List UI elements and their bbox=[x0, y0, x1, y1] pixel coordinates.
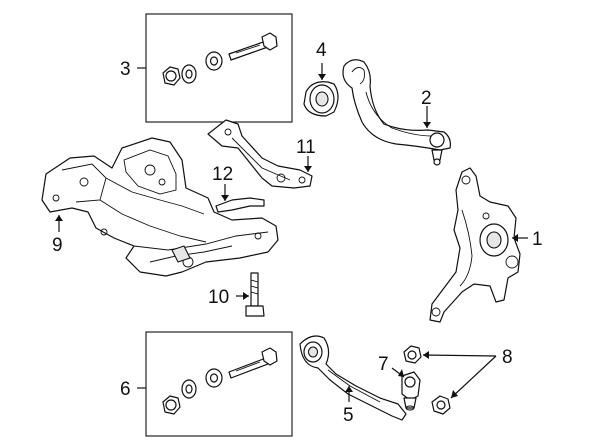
callout-1: 1 bbox=[532, 229, 543, 250]
kit-lower-bolt bbox=[228, 347, 278, 379]
nut-upper bbox=[403, 345, 422, 364]
leader-5-arrow bbox=[345, 386, 353, 392]
kit-lower-washer-2 bbox=[205, 368, 223, 388]
callout-6: 6 bbox=[120, 379, 131, 400]
leader-4-arrow bbox=[318, 74, 326, 80]
lower-control-arm: 5 bbox=[299, 335, 407, 426]
bushing: 4 bbox=[303, 40, 339, 117]
leader-10-arrow bbox=[243, 292, 249, 300]
leader-1-arrow bbox=[512, 234, 518, 242]
kit-upper-washer-1 bbox=[181, 64, 197, 84]
callout-8: 8 bbox=[502, 347, 513, 368]
leader-9-arrow bbox=[55, 215, 63, 221]
leader-12-arrow bbox=[221, 195, 229, 201]
leader-11-arrow bbox=[304, 166, 312, 172]
kit-lower-washer-1 bbox=[181, 379, 197, 399]
subframe-bolt: 10 bbox=[208, 272, 265, 317]
kit-lower-nut bbox=[162, 395, 181, 415]
callout-7: 7 bbox=[378, 354, 389, 375]
kit-lower-frame bbox=[145, 331, 293, 437]
callout-10: 10 bbox=[208, 287, 229, 308]
nut-lower bbox=[431, 395, 451, 415]
subframe: 9 bbox=[41, 137, 279, 277]
callout-9: 9 bbox=[52, 235, 63, 256]
small-bracket: 12 bbox=[212, 164, 265, 213]
hardware-kit-upper: 3 bbox=[120, 13, 293, 123]
kit-upper-bolt bbox=[228, 32, 278, 61]
leader-7-arrow bbox=[398, 369, 404, 377]
leader-8 bbox=[422, 351, 497, 399]
callout-11: 11 bbox=[296, 137, 316, 158]
callout-3: 3 bbox=[120, 59, 131, 80]
ball-joint: 7 bbox=[378, 354, 421, 411]
leader-2-arrow bbox=[423, 122, 431, 128]
callout-2: 2 bbox=[421, 88, 432, 109]
callout-5: 5 bbox=[343, 405, 354, 426]
upper-control-arm: 2 bbox=[342, 59, 451, 166]
brace-bracket: 11 bbox=[207, 119, 316, 189]
callout-12: 12 bbox=[212, 164, 233, 185]
steering-knuckle: 1 bbox=[429, 167, 543, 323]
kit-upper-washer-2 bbox=[205, 51, 223, 71]
callout-4: 4 bbox=[316, 40, 327, 61]
hardware-kit-lower: 6 bbox=[120, 331, 293, 437]
kit-upper-nut bbox=[162, 66, 181, 86]
